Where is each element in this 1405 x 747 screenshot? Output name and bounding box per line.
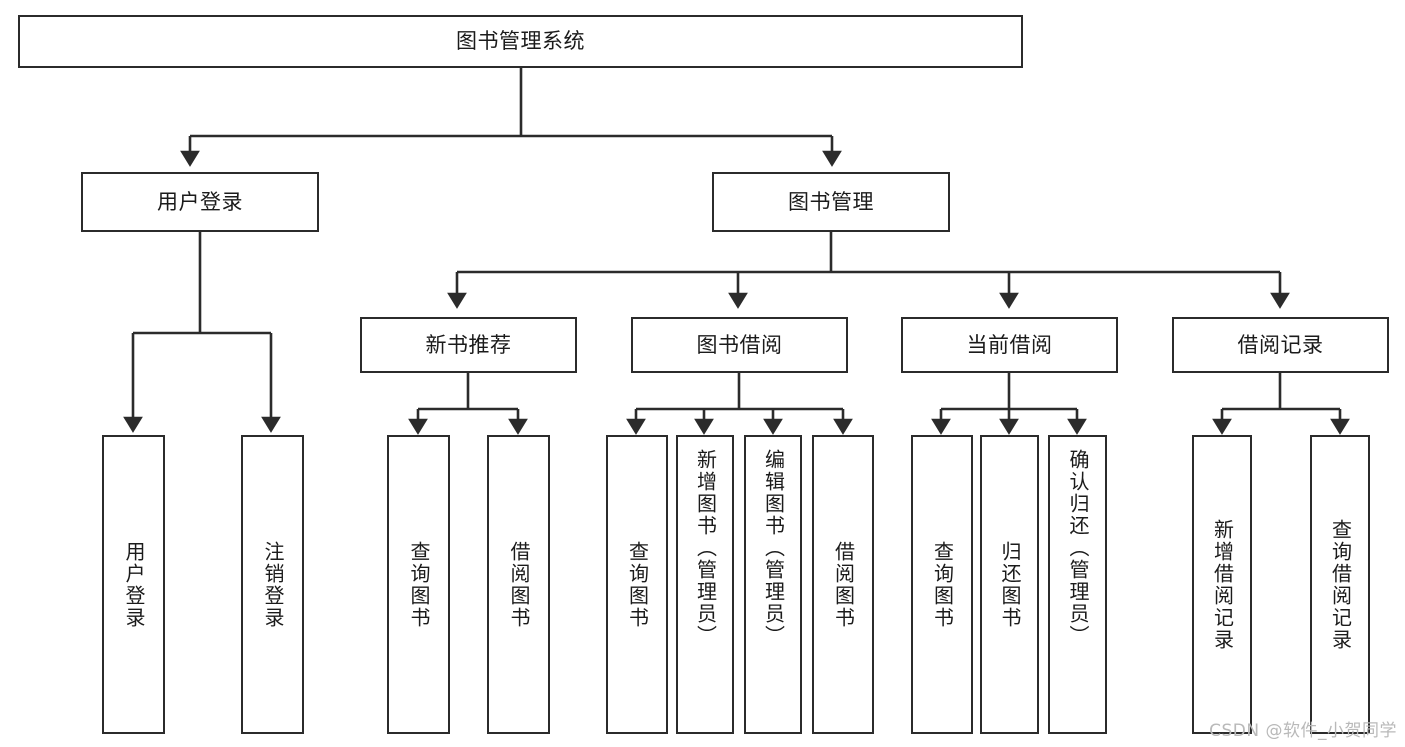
leaf-confirm-return-admin[interactable]: 确认归还（管理员） [1048, 435, 1107, 734]
leaf-user-login[interactable]: 用户登录 [102, 435, 165, 734]
node-new-book-recommendation-label: 新书推荐 [425, 332, 512, 357]
node-current-borrow[interactable]: 当前借阅 [901, 317, 1118, 373]
node-book-manage[interactable]: 图书管理 [712, 172, 950, 232]
leaf-query-book-borrow-label: 查询图书 [625, 540, 650, 629]
leaf-query-borrow-record-label: 查询借阅记录 [1328, 518, 1353, 651]
leaf-edit-book-admin-label: 编辑图书（管理员） [761, 449, 786, 647]
leaf-borrow-book-borrow[interactable]: 借阅图书 [812, 435, 874, 734]
leaf-confirm-return-admin-label: 确认归还（管理员） [1066, 449, 1090, 647]
leaf-add-book-admin[interactable]: 新增图书（管理员） [676, 435, 734, 734]
leaf-borrow-book-borrow-label: 借阅图书 [831, 540, 856, 629]
leaf-return-book-label: 归还图书 [998, 540, 1022, 629]
node-new-book-recommendation[interactable]: 新书推荐 [360, 317, 577, 373]
leaf-add-borrow-record-label: 新增借阅记录 [1210, 518, 1235, 651]
node-user-login-label: 用户登录 [157, 189, 243, 214]
node-book-manage-label: 图书管理 [788, 189, 874, 214]
node-borrow-record[interactable]: 借阅记录 [1172, 317, 1389, 373]
leaf-edit-book-admin[interactable]: 编辑图书（管理员） [744, 435, 802, 734]
node-current-borrow-label: 当前借阅 [966, 332, 1053, 357]
node-borrow-record-label: 借阅记录 [1237, 332, 1324, 357]
leaf-query-borrow-record[interactable]: 查询借阅记录 [1310, 435, 1370, 734]
leaf-query-book-current[interactable]: 查询图书 [911, 435, 973, 734]
leaf-return-book[interactable]: 归还图书 [980, 435, 1039, 734]
leaf-user-login-label: 用户登录 [122, 540, 146, 629]
leaf-query-book-new-rec[interactable]: 查询图书 [387, 435, 450, 734]
leaf-user-logout[interactable]: 注销登录 [241, 435, 304, 734]
node-book-borrow-label: 图书借阅 [696, 332, 783, 357]
leaf-query-book-borrow[interactable]: 查询图书 [606, 435, 668, 734]
leaf-borrow-book-new-rec-label: 借阅图书 [507, 540, 531, 629]
node-book-borrow[interactable]: 图书借阅 [631, 317, 848, 373]
leaf-add-book-admin-label: 新增图书（管理员） [693, 449, 718, 647]
node-root[interactable]: 图书管理系统 [18, 15, 1023, 68]
leaf-add-borrow-record[interactable]: 新增借阅记录 [1192, 435, 1252, 734]
watermark: CSDN @软件_小贺同学 [1209, 721, 1397, 741]
leaf-user-logout-label: 注销登录 [261, 540, 285, 629]
leaf-borrow-book-new-rec[interactable]: 借阅图书 [487, 435, 550, 734]
leaf-query-book-new-rec-label: 查询图书 [407, 540, 431, 629]
node-user-login[interactable]: 用户登录 [81, 172, 319, 232]
leaf-query-book-current-label: 查询图书 [930, 540, 955, 629]
node-root-label: 图书管理系统 [456, 29, 585, 54]
